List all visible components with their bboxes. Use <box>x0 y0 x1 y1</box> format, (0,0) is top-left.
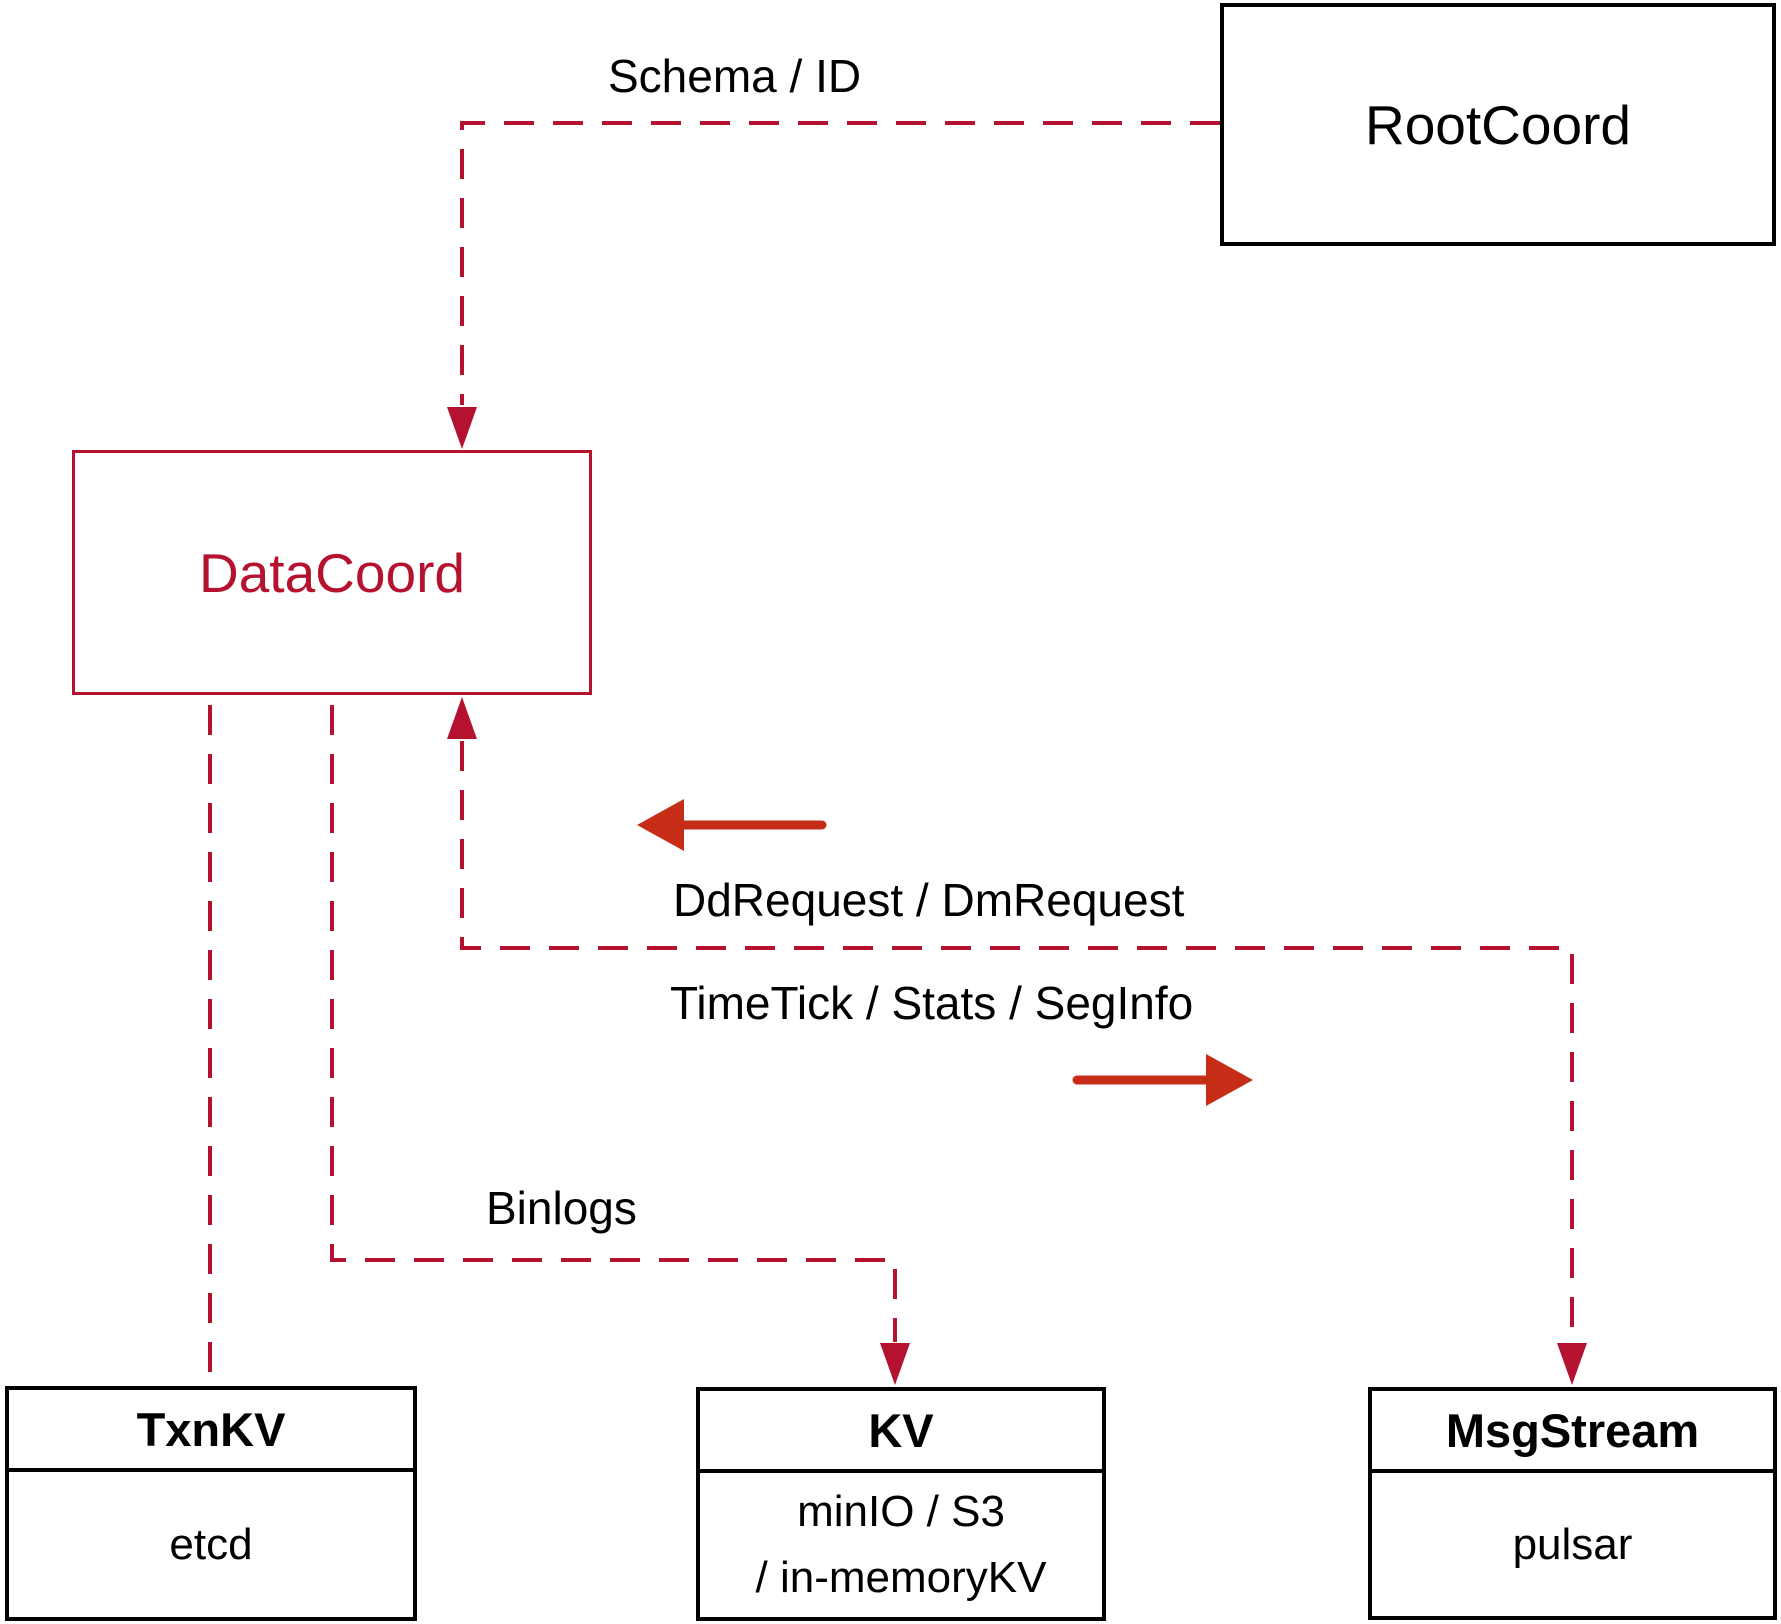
binlogs-arrowhead-icon <box>880 1343 910 1385</box>
datacoord-label: DataCoord <box>199 541 465 604</box>
txnkv-node: TxnKV etcd <box>5 1386 417 1621</box>
txnkv-title: TxnKV <box>9 1390 413 1472</box>
edge-label-dd-dm-request: DdRequest / DmRequest <box>673 874 1185 926</box>
schema-id-arrowhead-icon <box>447 407 477 449</box>
kv-detail: minIO / S3 / in-memoryKV <box>700 1473 1102 1617</box>
request-arrowhead-down-icon <box>1557 1343 1587 1385</box>
left-arrow-icon <box>637 799 827 851</box>
request-arrowhead-up-icon <box>447 697 477 739</box>
binlogs-edge <box>330 705 897 1342</box>
kv-title: KV <box>700 1391 1102 1473</box>
msgstream-title: MsgStream <box>1372 1391 1773 1473</box>
edge-label-schema-id: Schema / ID <box>608 50 862 102</box>
datacoord-node: DataCoord <box>72 450 592 695</box>
rootcoord-node: RootCoord <box>1220 3 1776 246</box>
txnkv-detail: etcd <box>169 1519 253 1569</box>
schema-id-edge <box>460 121 1220 405</box>
msgstream-detail: pulsar <box>1512 1519 1633 1569</box>
right-arrow-icon <box>1072 1054 1253 1106</box>
edge-label-binlogs: Binlogs <box>486 1182 637 1234</box>
kv-node: KV minIO / S3 / in-memoryKV <box>696 1387 1106 1621</box>
request-edge <box>460 741 1574 1342</box>
msgstream-node: MsgStream pulsar <box>1368 1387 1777 1620</box>
kv-detail-line2: / in-memoryKV <box>755 1553 1047 1602</box>
edge-label-timetick-stats-seginfo: TimeTick / Stats / SegInfo <box>670 977 1194 1029</box>
rootcoord-label: RootCoord <box>1365 93 1631 156</box>
kv-detail-line1: minIO / S3 <box>797 1487 1005 1536</box>
